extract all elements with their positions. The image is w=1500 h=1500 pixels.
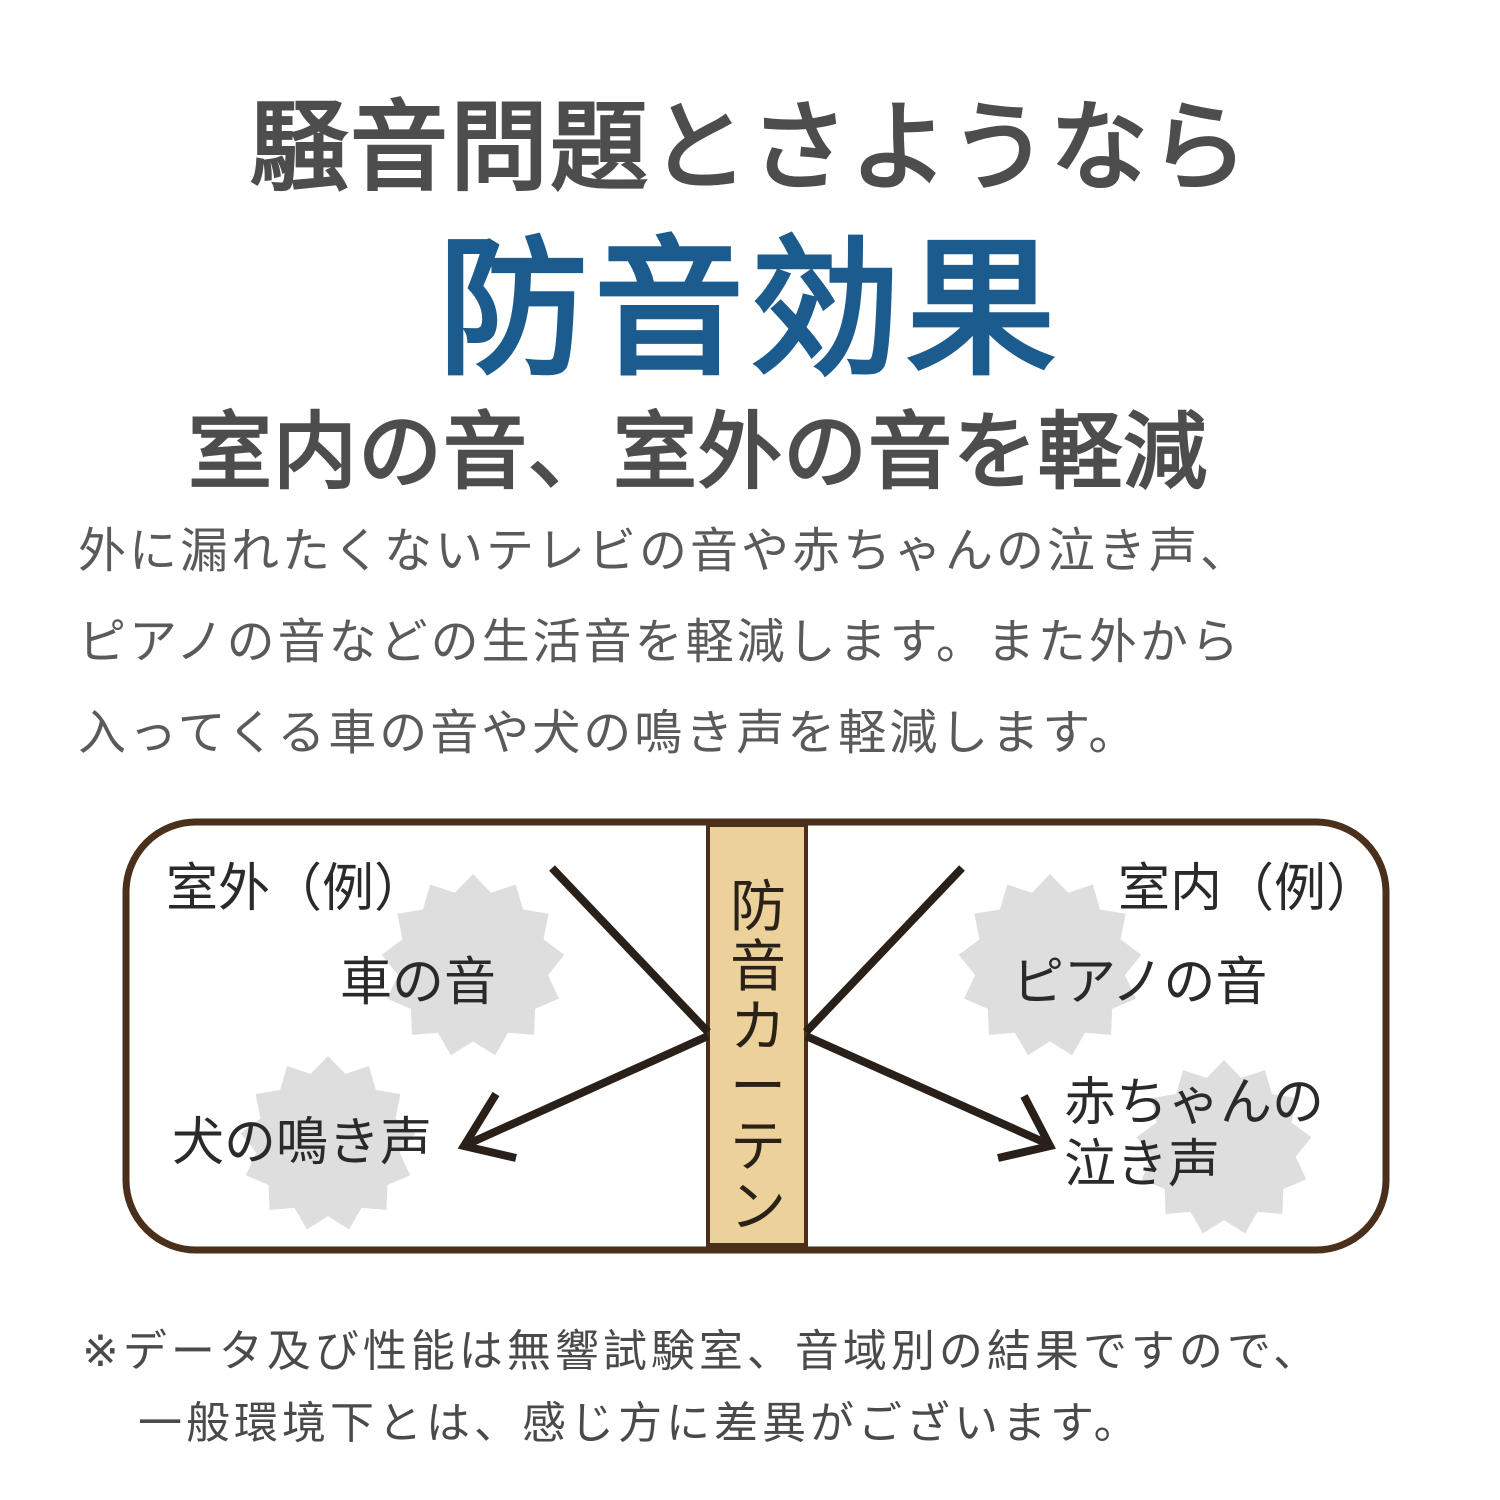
disclaimer-note: ※データ及び性能は無響試験室、音域別の結果ですので、 一般環境下とは、感じ方に差…: [82, 1316, 1442, 1460]
note-line: 一般環境下とは、感じ方に差異がございます。: [138, 1398, 1142, 1449]
baby-cry-burst: [1136, 1060, 1312, 1234]
curtain-char: テ: [730, 1115, 786, 1180]
curtain-char: ー: [730, 1055, 786, 1120]
baby-cry-label: 赤ちゃんの 泣き声: [1064, 1072, 1324, 1196]
description-line: ピアノの音などの生活音を軽減します。また外から: [78, 614, 1242, 670]
headline: 騒音問題とさようなら: [249, 91, 1250, 205]
curtain-char: 防: [730, 875, 786, 940]
inside-label: 室内（例）: [1118, 859, 1379, 919]
subtitle: 室内の音、室外の音を軽減: [188, 403, 1209, 501]
description: 外に漏れたくないテレビの音や赤ちゃんの泣き声、 ピアノの音などの生活音を軽減しま…: [78, 506, 1458, 779]
arrow-head-left: [457, 1091, 517, 1162]
baby-cry-line: 泣き声: [1064, 1135, 1221, 1195]
dog-sound-burst: [240, 1056, 416, 1230]
page-title: 防音効果: [437, 223, 1062, 397]
curtain-char: カ: [730, 995, 786, 1060]
dog-sound-label: 犬の鳴き声: [172, 1113, 433, 1173]
outside-label: 室外（例）: [166, 859, 427, 919]
reflected-inside-line: [804, 1032, 1050, 1148]
description-line: 外に漏れたくないテレビの音や赤ちゃんの泣き声、: [78, 523, 1252, 579]
arrow-head-right: [997, 1094, 1056, 1162]
curtain-char: ン: [730, 1175, 786, 1240]
piano-sound-burst: [958, 874, 1142, 1056]
car-sound-burst: [381, 874, 565, 1056]
curtain-char: 音: [730, 935, 786, 1000]
soundproof-diagram: 室外（例） 室内（例） 車の音 犬の鳴き声 ピアノの音 赤ちゃんの 泣き声 防 …: [118, 816, 1394, 1256]
curtain-panel: [706, 823, 808, 1247]
piano-sound-label: ピアノの音: [1012, 953, 1268, 1013]
inside-sound-line: [803, 865, 965, 1035]
sound-bursts: [240, 874, 1312, 1234]
car-sound-label: 車の音: [340, 953, 497, 1013]
diagram-graphic: [122, 818, 1390, 1254]
curtain-label: 防 音 カ ー テ ン: [708, 878, 808, 1238]
note-line: ※データ及び性能は無響試験室、音域別の結果ですので、: [82, 1326, 1322, 1377]
baby-cry-line: 赤ちゃんの: [1064, 1073, 1325, 1133]
description-line: 入ってくる車の音や犬の鳴き声を軽減します。: [78, 705, 1140, 761]
incoming-sound-line: [549, 865, 711, 1035]
reflected-sound-line: [466, 1032, 710, 1148]
